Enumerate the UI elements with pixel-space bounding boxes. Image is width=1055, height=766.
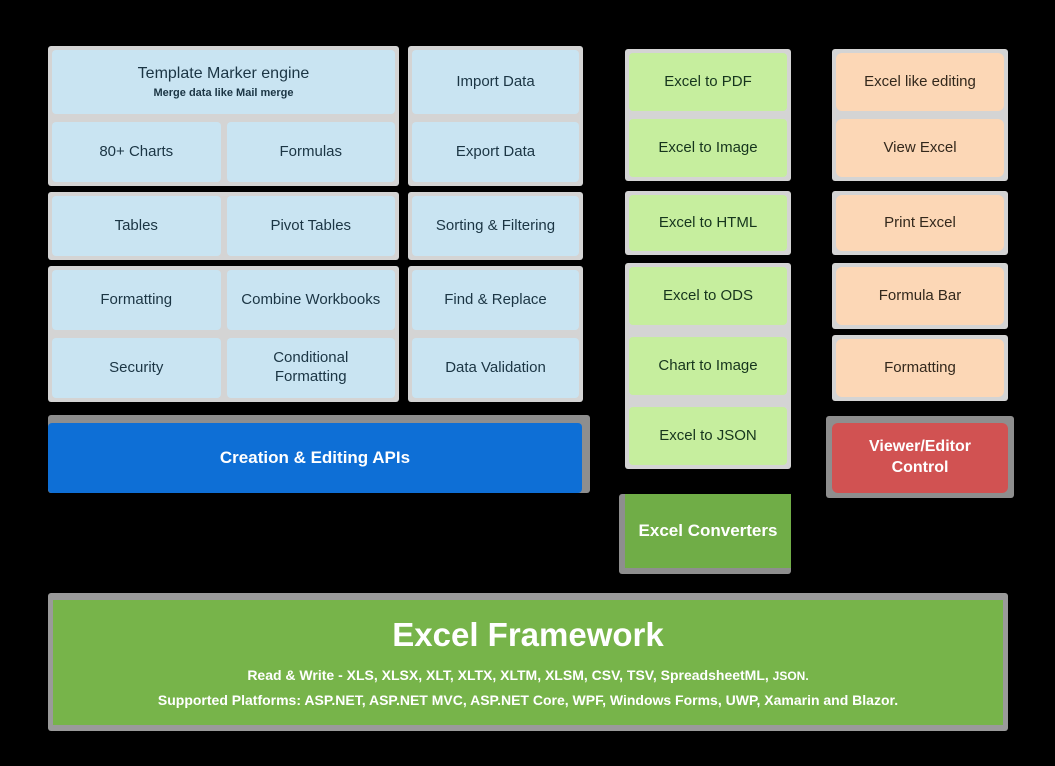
feature-label: 80+ Charts bbox=[99, 142, 174, 160]
viewer-cell-excel-like-editing: Excel like editing bbox=[836, 53, 1004, 111]
converter-cell-excel-to-pdf: Excel to PDF bbox=[629, 53, 787, 111]
converter-label: Chart to Image bbox=[658, 356, 758, 374]
converter-group-pdf-image: Excel to PDF Excel to Image bbox=[625, 49, 791, 181]
framework-formats-line: Read & Write - XLS, XLSX, XLT, XLTX, XLT… bbox=[247, 667, 808, 683]
viewer-label: Excel like editing bbox=[864, 72, 976, 90]
feature-cell-template-marker: Template Marker engine Merge data like M… bbox=[52, 50, 395, 114]
converter-label: Excel to ODS bbox=[662, 286, 754, 304]
feature-label: Formulas bbox=[279, 142, 342, 160]
viewer-label: Print Excel bbox=[884, 213, 956, 231]
feature-cell-import-data: Import Data bbox=[412, 50, 579, 114]
feature-cell-formatting: Formatting bbox=[52, 270, 221, 330]
converter-cell-excel-to-json: Excel to JSON bbox=[629, 407, 787, 465]
feature-label: Tables bbox=[114, 216, 158, 234]
feature-label: Export Data bbox=[455, 142, 536, 160]
converter-label: Excel to Image bbox=[658, 138, 758, 156]
feature-cell-pivot-tables: Pivot Tables bbox=[226, 196, 395, 256]
data-group-import-export: Import Data Export Data bbox=[408, 46, 583, 186]
feature-label: Data Validation bbox=[445, 358, 546, 376]
viewer-label: Formula Bar bbox=[878, 286, 962, 304]
framework-formats-text: Read & Write - XLS, XLSX, XLT, XLTX, XLT… bbox=[247, 666, 769, 683]
viewer-cell-view-excel: View Excel bbox=[836, 119, 1004, 177]
viewer-editor-control-box: Viewer/Editor Control bbox=[832, 423, 1008, 493]
creation-apis-bar: Creation & Editing APIs bbox=[48, 423, 582, 493]
viewer-editor-box-shadow: Viewer/Editor Control bbox=[826, 416, 1014, 498]
feature-cell-formulas: Formulas bbox=[226, 122, 395, 182]
feature-group-tables: Tables Pivot Tables bbox=[48, 192, 399, 260]
converter-label: Excel to JSON bbox=[659, 426, 757, 444]
viewer-group-formatting: Formatting bbox=[832, 335, 1008, 401]
feature-group-template: Template Marker engine Merge data like M… bbox=[48, 46, 399, 186]
feature-cell-sorting-filtering: Sorting & Filtering bbox=[412, 196, 579, 256]
viewer-cell-formula-bar: Formula Bar bbox=[836, 267, 1004, 325]
feature-cell-export-data: Export Data bbox=[412, 122, 579, 182]
framework-banner: Excel Framework Read & Write - XLS, XLSX… bbox=[53, 600, 1003, 725]
framework-banner-shadow: Excel Framework Read & Write - XLS, XLSX… bbox=[48, 593, 1008, 731]
excel-converters-label: Excel Converters bbox=[638, 521, 778, 540]
feature-cell-data-validation: Data Validation bbox=[412, 338, 579, 398]
viewer-cell-print-excel: Print Excel bbox=[836, 195, 1004, 251]
feature-label: Template Marker engine bbox=[137, 64, 310, 82]
creation-apis-label: Creation & Editing APIs bbox=[219, 448, 411, 467]
converter-group-ods-chart-json: Excel to ODS Chart to Image Excel to JSO… bbox=[625, 263, 791, 469]
viewer-group-editing: Excel like editing View Excel bbox=[832, 49, 1008, 181]
framework-title: Excel Framework bbox=[392, 616, 664, 654]
feature-label: Security bbox=[109, 358, 164, 376]
viewer-label: View Excel bbox=[883, 138, 957, 156]
feature-cell-combine-workbooks: Combine Workbooks bbox=[226, 270, 395, 330]
converter-cell-excel-to-ods: Excel to ODS bbox=[629, 267, 787, 325]
feature-cell-charts: 80+ Charts bbox=[52, 122, 221, 182]
converter-label: Excel to PDF bbox=[664, 72, 752, 90]
framework-platforms-line: Supported Platforms: ASP.NET, ASP.NET MV… bbox=[157, 691, 899, 708]
feature-label: Sorting & Filtering bbox=[435, 216, 556, 234]
converter-cell-chart-to-image: Chart to Image bbox=[629, 337, 787, 395]
viewer-cell-formatting: Formatting bbox=[836, 339, 1004, 397]
framework-formats-suffix: JSON. bbox=[772, 668, 809, 683]
excel-converters-box: Excel Converters bbox=[625, 494, 791, 568]
feature-label: Combine Workbooks bbox=[241, 290, 381, 308]
converter-cell-excel-to-html: Excel to HTML bbox=[629, 195, 787, 251]
feature-cell-conditional-formatting: Conditional Formatting bbox=[226, 338, 395, 398]
converter-label: Excel to HTML bbox=[658, 213, 758, 231]
data-group-sorting: Sorting & Filtering bbox=[408, 192, 583, 260]
viewer-group-print: Print Excel bbox=[832, 191, 1008, 255]
data-group-find-validate: Find & Replace Data Validation bbox=[408, 266, 583, 402]
feature-label: Find & Replace bbox=[444, 290, 547, 308]
feature-label: Import Data bbox=[456, 72, 535, 90]
feature-label: Formatting bbox=[100, 290, 173, 308]
feature-label: Pivot Tables bbox=[270, 216, 352, 234]
viewer-label: Formatting bbox=[884, 358, 956, 376]
feature-sublabel: Merge data like Mail merge bbox=[153, 86, 294, 99]
creation-apis-bar-shadow: Creation & Editing APIs bbox=[48, 415, 590, 493]
feature-cell-tables: Tables bbox=[52, 196, 221, 256]
feature-cell-find-replace: Find & Replace bbox=[412, 270, 579, 330]
viewer-editor-control-label: Viewer/Editor Control bbox=[869, 438, 971, 476]
feature-group-formatting: Formatting Combine Workbooks Security Co… bbox=[48, 266, 399, 402]
feature-cell-security: Security bbox=[52, 338, 221, 398]
viewer-group-formula-bar: Formula Bar bbox=[832, 263, 1008, 329]
excel-converters-box-shadow: Excel Converters bbox=[619, 494, 791, 574]
feature-label: Conditional Formatting bbox=[273, 349, 349, 385]
converter-group-html: Excel to HTML bbox=[625, 191, 791, 255]
converter-cell-excel-to-image: Excel to Image bbox=[629, 119, 787, 177]
